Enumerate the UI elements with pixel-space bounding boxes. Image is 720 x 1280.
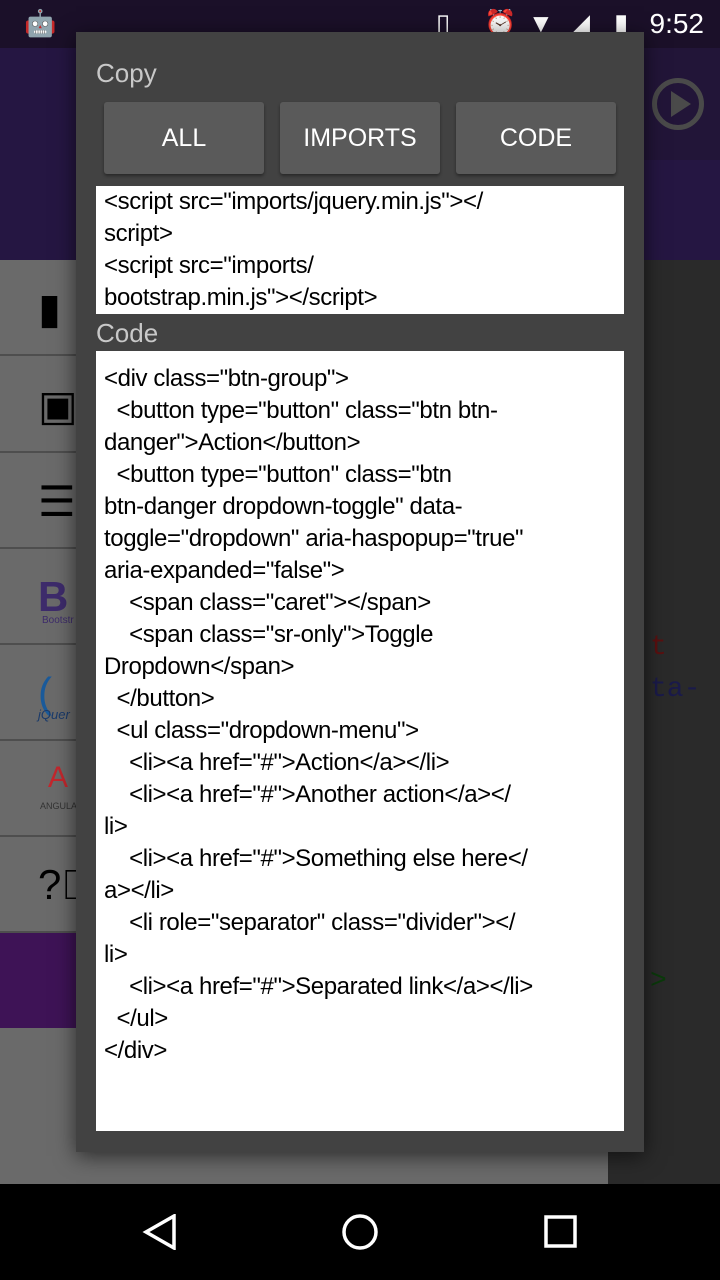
code-line: btn-danger dropdown-toggle" data- — [104, 493, 463, 520]
jquery-icon: ( — [38, 669, 52, 716]
jquery-label: jQuer — [38, 707, 70, 722]
recents-icon[interactable] — [543, 1214, 579, 1250]
android-icon: 🤖 — [24, 8, 57, 38]
play-icon[interactable] — [652, 78, 704, 130]
home-icon[interactable] — [340, 1214, 380, 1254]
code-line: li> — [104, 941, 128, 968]
vibrate-icon: ▯ — [436, 8, 451, 38]
code-line: <li role="separator" class="divider"></ — [104, 909, 516, 936]
code-line: <script src="imports/jquery.min.js"></ — [104, 188, 483, 215]
code-label: Code — [96, 318, 159, 348]
clock: 9:52 — [649, 8, 705, 39]
code-line: <div class="btn-group"> — [104, 365, 349, 392]
angular-label: ANGULAR — [40, 801, 84, 811]
image-icon: ▣ — [38, 382, 78, 429]
file-icon: ▮ — [38, 285, 62, 332]
dialog-title: Copy — [96, 58, 157, 88]
editor-text: t — [650, 632, 667, 663]
editor-text: > — [650, 966, 667, 997]
copy-dialog: Copy ALL IMPORTS CODE <script src="impor… — [76, 32, 644, 1152]
battery-charging-icon: ▮ — [614, 8, 629, 38]
code-line: danger">Action</button> — [104, 429, 361, 456]
code-line: script> — [104, 220, 173, 247]
bootstrap-label: Bootstr — [42, 615, 74, 626]
code-line: </div> — [104, 1037, 167, 1064]
code-line: Dropdown</span> — [104, 653, 295, 680]
code-line: </button> — [104, 685, 215, 712]
code-line: <li><a href="#">Separated link</a></li> — [104, 973, 533, 1000]
copy-all-button[interactable]: ALL — [104, 102, 264, 174]
code-line: <button type="button" class="btn btn- — [104, 397, 498, 424]
copy-code-button[interactable]: CODE — [456, 102, 616, 174]
code-line: <span class="caret"></span> — [104, 589, 431, 616]
code-line: toggle="dropdown" aria-haspopup="true" — [104, 525, 524, 552]
code-line: <li><a href="#">Something else here</ — [104, 845, 528, 872]
code-line: <span class="sr-only">Toggle — [104, 621, 434, 648]
code-line: aria-expanded="false"> — [104, 557, 345, 584]
code-line: li> — [104, 813, 128, 840]
bootstrap-icon: B — [38, 573, 69, 620]
menu-icon: ☰ — [38, 478, 76, 525]
code-line: a></li> — [104, 877, 174, 904]
back-icon[interactable] — [142, 1214, 178, 1250]
angular-icon: A — [48, 761, 69, 794]
signal-icon: ◢ — [570, 8, 590, 38]
code-line: <ul class="dropdown-menu"> — [104, 717, 420, 744]
code-line: <li><a href="#">Action</a></li> — [104, 749, 450, 776]
code-line: </ul> — [104, 1005, 169, 1032]
editor-text: ta- — [650, 674, 701, 705]
code-line: bootstrap.min.js"></script> — [104, 284, 378, 311]
copy-imports-button[interactable]: IMPORTS — [280, 102, 440, 174]
code-text-area[interactable]: <div class="btn-group"> <button type="bu… — [96, 351, 624, 1131]
imports-text-area[interactable]: <script src="imports/jquery.min.js"></ s… — [96, 186, 624, 314]
code-line: <button type="button" class="btn — [104, 461, 452, 488]
code-line: <li><a href="#">Another action</a></ — [104, 781, 511, 808]
navigation-bar — [0, 1184, 720, 1280]
code-line: <script src="imports/ — [104, 252, 314, 279]
